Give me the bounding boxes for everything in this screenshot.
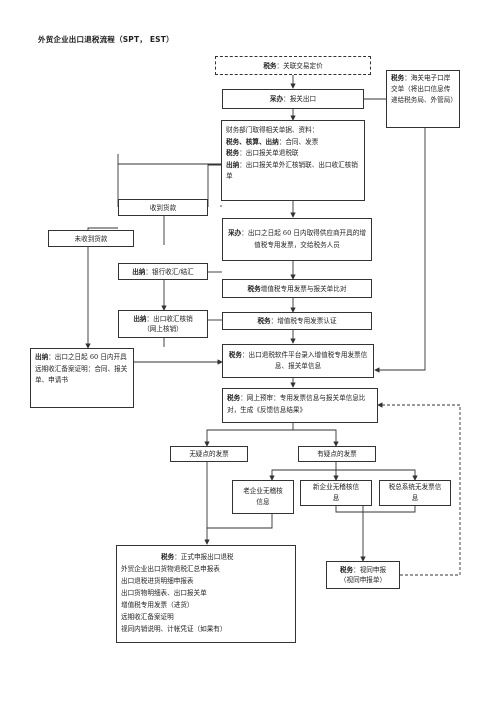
role-label: 税务: [228, 350, 242, 359]
node-subtext: （视同申报单）: [339, 576, 387, 584]
node-text: ：视同申报: [353, 566, 387, 574]
box-tax-compare: 税务增值税专用发票与报关单比对: [222, 279, 372, 298]
box-no-invoice-info: 税总系统无发票信息: [379, 480, 451, 506]
role-label: 出纳: [132, 267, 146, 276]
box-formal-declaration: 税务：正式申报出口退税 外贸企业出口货物退税汇总申报表 出口退税进货明细申报表 …: [116, 545, 296, 643]
box-cashier-settlement: 出纳：银行收汇/结汇: [118, 263, 208, 280]
node-text: ：海关电子口岸交单（将出口信息传递给税务局、外管局）: [391, 74, 457, 104]
node-text: ：银行收汇/结汇: [145, 267, 194, 276]
box-no-issue-invoice: 无疑点的发票: [170, 446, 248, 462]
arrow-to-no-invoice-info: [336, 469, 418, 481]
finance-line-1: 财务部门取得相关单据、资料：: [226, 126, 319, 134]
box-cashier-proof: 出纳：出口之日起 60 日内开具远期收汇备案证明：合同、报关单、申请书: [30, 348, 134, 408]
formal-line-4: 出口货物明细表、出口报关单: [121, 589, 207, 597]
node-text: 无疑点的发票: [189, 450, 229, 458]
box-payment-not-received: 未收到货款: [48, 230, 134, 247]
node-text: ：关联交易定价: [276, 61, 323, 70]
node-text: ：出口之日起 60 日内取得供应商开具的增值税专用发票，交给税务人员: [241, 229, 366, 249]
dashed-feedback-arrow: [377, 402, 461, 576]
arrow-not-received-down: [85, 227, 118, 349]
formal-line-6: 远期收汇备案证明: [121, 613, 174, 621]
node-text: 未收到货款: [74, 234, 108, 243]
finance-line-4: 出纳：出口报关单外汇核销联、出口收汇核销单: [226, 160, 358, 181]
node-text: ：出口退税软件平台录入增值税专用发票信息、报关单信息: [241, 350, 368, 371]
node-text: 增值税专用发票与报关单比对: [260, 284, 347, 293]
line-new-to-deemed: [335, 506, 363, 513]
role-label: 出纳: [35, 353, 49, 361]
role-label: 税务: [339, 566, 354, 574]
arrow-port-to-entry: [374, 129, 426, 373]
arrow-to-has-issue: [293, 429, 339, 447]
finance-line-2: 税务、核算、出纳：合同、发票: [226, 137, 319, 146]
arrow-to-old: [269, 462, 337, 481]
formal-line-3: 出口退税进货明细申报表: [121, 577, 194, 585]
role-label: 税务: [263, 61, 277, 70]
node-text: 收到货款: [149, 203, 177, 212]
box-tax-certify: 税务：增值税专用发票认证: [222, 312, 372, 330]
box-old-company: 老企业无稽核信息: [232, 480, 294, 514]
formal-line-5: 增值税专用发票（进货）: [121, 601, 194, 609]
node-text: 老企业无稽核信息: [243, 486, 283, 507]
box-deemed-declaration: 税务：视同申报 （视同申报单）: [326, 561, 400, 589]
box-tax-entry: 税务：出口退税软件平台录入增值税专用发票信息、报关单信息: [222, 344, 374, 378]
role-label: 税务: [227, 394, 241, 402]
node-text: ：报关出口: [283, 95, 317, 103]
role-label: 采办: [228, 229, 242, 237]
node-text: ：网上预审：专用发票信息与报关单信息比对，生成《反馈信息结果》: [227, 394, 366, 414]
node-text: 税总系统无发票信息: [388, 482, 442, 503]
line-old-to-formal: [207, 514, 273, 529]
page-title: 外贸企业出口退税流程（SPT， EST）: [38, 35, 174, 44]
role-label: 出纳: [133, 315, 147, 323]
formal-line-2: 外贸企业出口货物退税汇总申报表: [121, 565, 220, 573]
box-related-pricing: 税务：关联交易定价: [215, 56, 371, 75]
box-has-issue-invoice: 有疑点的发票: [298, 446, 376, 462]
box-procurement-invoice: 采办：出口之日起 60 日内取得供应商开具的增值税专用发票，交给税务人员: [222, 218, 372, 261]
line-noinfo-to-deemed: [363, 506, 416, 513]
formal-line-7: 视同内销说明、计帐凭证（如果有）: [121, 625, 227, 633]
role-label: 税务: [247, 284, 261, 293]
box-cashier-writeoff: 出纳：出口收汇核销 （网上核销）: [118, 310, 208, 338]
arrow-to-no-issue: [204, 423, 294, 447]
node-subtext: （网上核销）: [143, 325, 183, 333]
box-tax-predeclare: 税务：网上预审：专用发票信息与报关单信息比对，生成《反馈信息结果》: [222, 388, 378, 423]
role-label: 税务: [391, 74, 405, 82]
box-procurement-customs: 采办：报关出口: [222, 89, 364, 109]
finance-line-3: 税务：出口报关单退税联: [226, 149, 299, 157]
node-text: ：出口收汇核销: [146, 315, 193, 323]
node-text: ：出口之日起 60 日内开具远期收汇备案证明：合同、报关单、申请书: [35, 353, 128, 384]
node-text: ：增值税专用发票认证: [270, 317, 337, 325]
box-new-company: 新企业无稽核信息: [300, 480, 372, 506]
box-finance-documents: 财务部门取得相关单据、资料： 税务、核算、出纳：合同、发票 税务：出口报关单退税…: [221, 120, 365, 201]
role-label: 采办: [269, 95, 284, 103]
formal-line-1: 税务：正式申报出口退税: [161, 553, 234, 561]
line-received-stub: [207, 164, 221, 207]
role-label: 税务: [257, 317, 271, 325]
box-customs-port: 税务：海关电子口岸交单（将出口信息传递给税务局、外管局）: [386, 70, 460, 128]
node-text: 有疑点的发票: [317, 450, 357, 458]
node-text: 新企业无稽核信息: [312, 482, 360, 503]
box-payment-received: 收到货款: [118, 199, 208, 216]
